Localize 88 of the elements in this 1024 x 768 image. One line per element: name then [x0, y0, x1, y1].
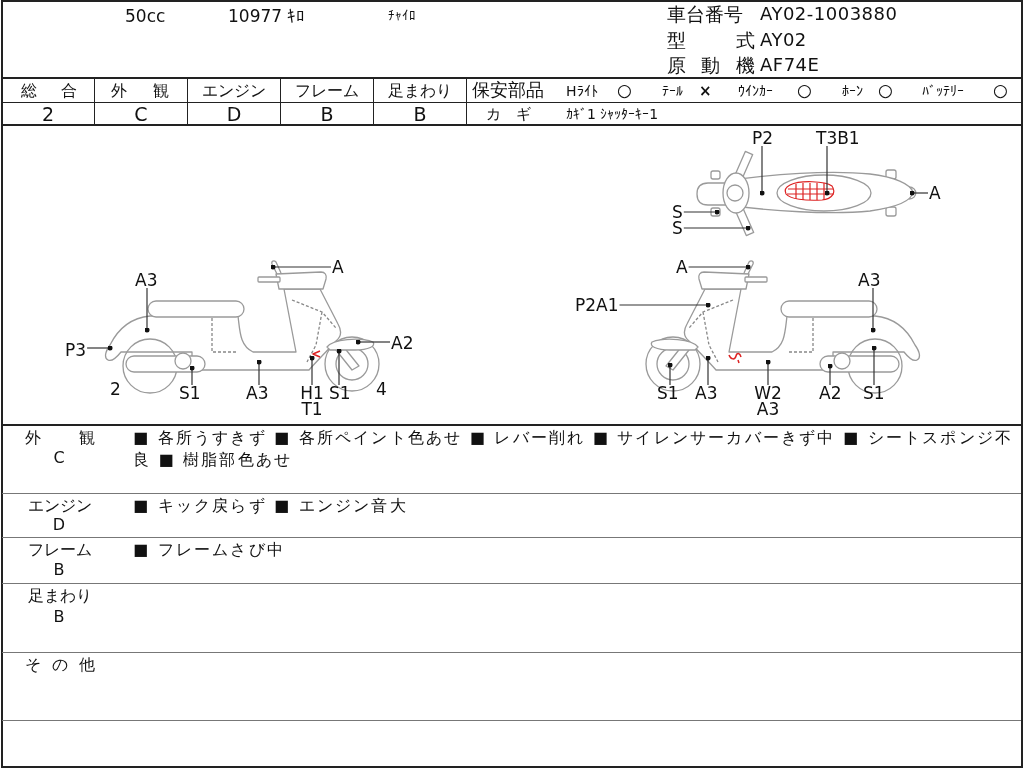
leader-line — [765, 359, 771, 386]
leader-line — [683, 225, 751, 231]
check-item-label: ﾃｰﾙ — [662, 82, 683, 100]
check-mark: ○ — [617, 81, 632, 100]
field-label: 車台番号 — [667, 3, 743, 25]
grade-value: D — [52, 515, 66, 535]
callout-label: W2 A3 — [753, 385, 783, 417]
callout-label: A — [928, 185, 942, 201]
section-heading: フレーム — [28, 540, 92, 560]
callout-label: A — [675, 259, 689, 275]
callout-label: A3 — [694, 385, 719, 401]
leader-line — [86, 345, 113, 351]
leader-line — [688, 264, 751, 270]
check-mark: ○ — [797, 81, 812, 100]
field-value: AF74E — [760, 54, 820, 76]
leader-line — [270, 264, 332, 270]
check-item-label: Hﾗｲﾄ — [566, 82, 598, 100]
grade-value: B — [53, 607, 65, 627]
callout-label: A2 — [390, 335, 415, 351]
callout-label: A — [331, 259, 345, 275]
callout-label: S1 — [656, 385, 680, 401]
leader-line — [871, 345, 877, 386]
leader-line — [667, 362, 673, 386]
grade-heading: 総 合 — [21, 81, 77, 100]
field-value: ｶｷﾞ1 ｼｬｯﾀｰｷｰ1 — [566, 105, 659, 123]
callout-label: S — [671, 220, 684, 236]
check-mark: ○ — [993, 81, 1008, 100]
callout-label: S — [671, 204, 684, 220]
field-label: 型 式 — [667, 29, 755, 51]
leader-line — [759, 145, 765, 196]
leader-line — [909, 190, 929, 196]
leader-line — [309, 355, 315, 386]
check-item-label: ﾊﾞｯﾃﾘｰ — [922, 82, 964, 100]
leader-line — [683, 209, 720, 215]
leader-line — [336, 348, 342, 386]
grade-value: B — [53, 560, 65, 580]
check-mark: ○ — [878, 81, 893, 100]
remarks-text: ■ キック戻らず ■ エンジン音大 — [133, 495, 409, 517]
remarks-text: ■ フレームさび中 — [133, 539, 286, 561]
callout-label: H1 T1 — [297, 385, 327, 417]
grade-value: B — [320, 104, 334, 124]
grade-value: B — [413, 104, 427, 124]
grade-value: C — [53, 448, 65, 468]
grade-heading: 足まわり — [388, 81, 452, 100]
check-mark: × — [699, 82, 712, 100]
check-item-label: ｳｲﾝｶｰ — [738, 82, 773, 100]
grade-heading: 外 観 — [111, 81, 169, 100]
field-value: AY02-1003880 — [760, 3, 898, 25]
callout-label: S1 — [178, 385, 202, 401]
callout-label: A3 — [857, 272, 882, 288]
leader-line — [705, 355, 711, 386]
leader-line — [618, 302, 711, 308]
callout-label: S1 — [328, 385, 352, 401]
leader-line — [355, 339, 391, 345]
callout-label: A3 — [134, 272, 159, 288]
grade-heading: エンジン — [202, 81, 266, 100]
check-item-label: ﾎｰﾝ — [842, 82, 863, 100]
wheel-number: 4 — [376, 378, 387, 400]
leader-line — [189, 365, 195, 386]
leader-line — [827, 363, 833, 386]
leader-line — [144, 287, 150, 333]
field-value: AY02 — [760, 29, 807, 51]
callout-label: A2 — [818, 385, 843, 401]
grade-value: C — [134, 104, 148, 124]
grade-heading: フレーム — [295, 81, 359, 100]
callout-label: P2 — [751, 130, 775, 146]
section-heading: 足まわり — [28, 586, 92, 606]
spec-text: 50cc — [125, 5, 166, 27]
callout-label: P2A1 — [574, 297, 620, 313]
remarks-text: ■ 各所うすきず ■ 各所ペイント色あせ ■ レバー削れ ■ サイレンサーカバーきず中 ■ シートスポンジ不良 ■ 樹脂部色あせ — [133, 427, 1015, 471]
section-heading: 保安部品 — [472, 80, 544, 100]
callout-label: P3 — [64, 342, 88, 358]
grade-value: D — [226, 104, 242, 124]
leader-line — [870, 287, 876, 333]
section-heading: エンジン — [28, 496, 92, 516]
section-heading: そ の 他 — [25, 655, 95, 675]
section-heading: 外 観 — [25, 428, 95, 448]
callout-label: T3B1 — [815, 130, 861, 146]
callout-label: A3 — [245, 385, 270, 401]
leader-line — [256, 359, 262, 386]
leader-line — [824, 145, 830, 196]
field-label: カ ギ — [486, 105, 531, 123]
spec-text: ﾁｬｲﾛ — [388, 7, 416, 24]
field-label: 原 動 機 — [667, 54, 755, 76]
wheel-number: 2 — [110, 378, 121, 400]
spec-text: 10977 ｷﾛ — [228, 5, 306, 27]
callout-label: S1 — [862, 385, 886, 401]
grade-value: 2 — [41, 104, 55, 124]
